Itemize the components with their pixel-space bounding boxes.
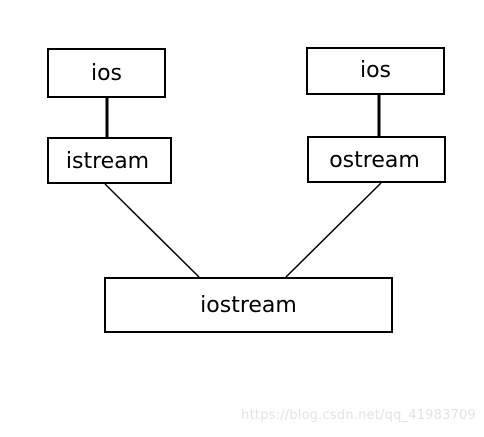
node-iostream: iostream	[104, 277, 393, 333]
node-istream: istream	[47, 137, 172, 184]
edge-istream-to-iostream	[104, 183, 200, 278]
node-ios-left: ios	[47, 48, 166, 98]
node-iostream-label: iostream	[200, 293, 297, 318]
node-ios-right-label: ios	[359, 58, 392, 83]
node-ostream-label: ostream	[329, 147, 420, 173]
watermark: https://blog.csdn.net/qq_41983709	[241, 408, 476, 423]
edge-ostream-to-iostream	[285, 182, 382, 278]
node-ios-left-label: ios	[90, 61, 123, 86]
node-ios-right: ios	[306, 47, 445, 95]
node-ostream: ostream	[307, 136, 446, 183]
node-istream-label: istream	[65, 148, 150, 174]
